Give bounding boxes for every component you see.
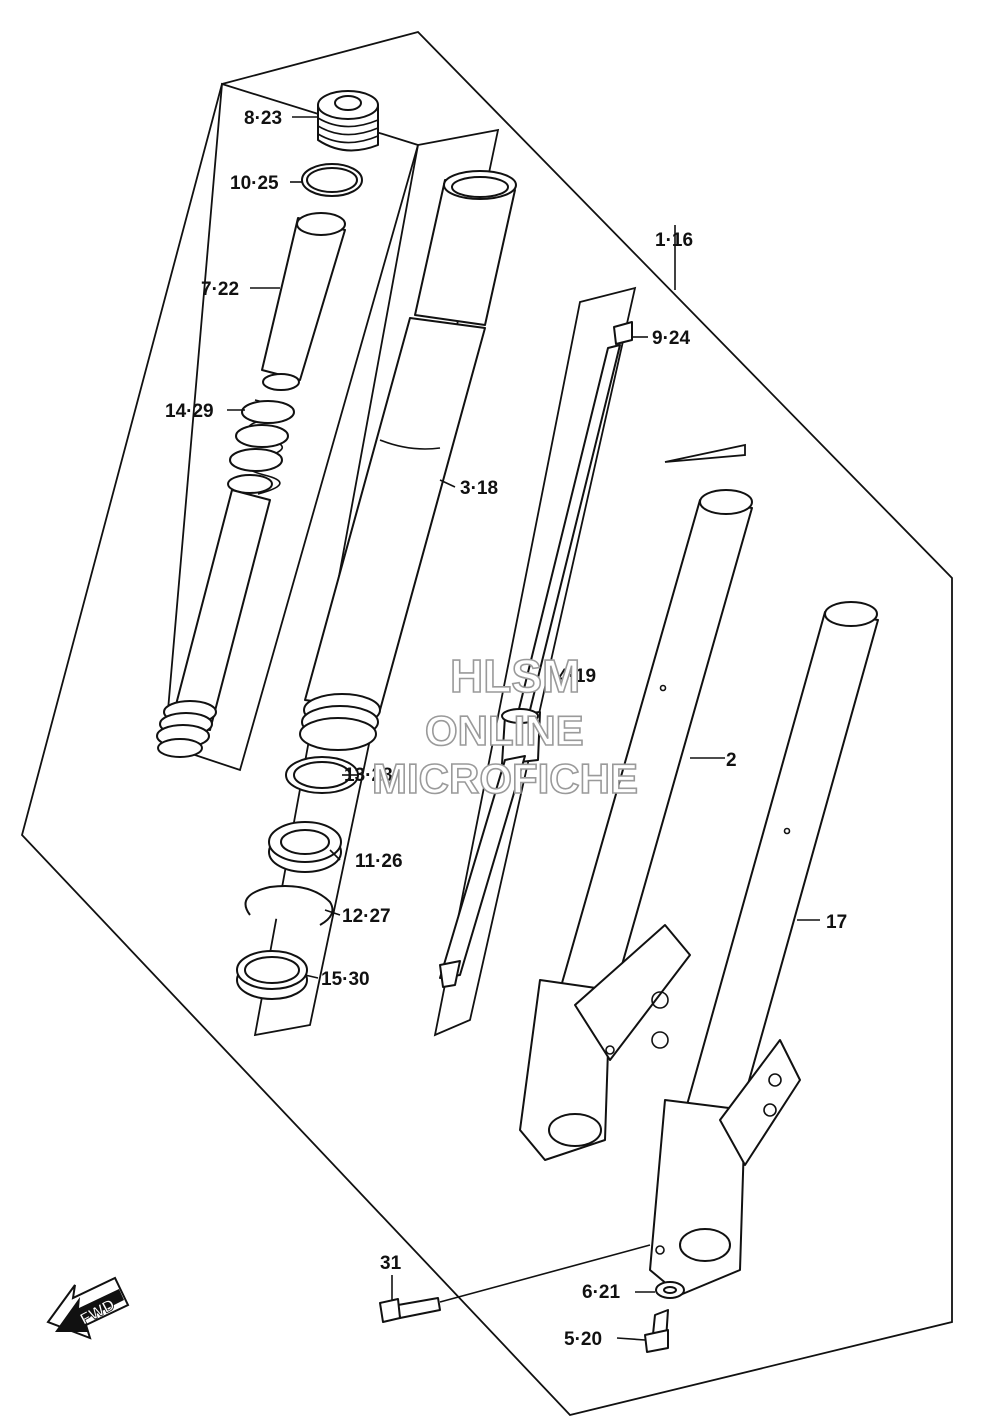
- callout-11-26: 11·26: [355, 851, 403, 872]
- callout-6-21: 6·21: [582, 1282, 620, 1303]
- frame-damper-rod: [433, 286, 637, 1037]
- outer-boundary: [21, 30, 953, 1416]
- callout-14-29: 14·29: [165, 401, 214, 422]
- damper-rod-part: [439, 321, 633, 988]
- callout-10-25: 10·25: [230, 173, 279, 194]
- drain-bolt-part: [644, 1309, 669, 1353]
- spring-part: [156, 399, 295, 758]
- callout-12-27: 12·27: [342, 906, 391, 927]
- callout-7-22: 7·22: [201, 279, 239, 300]
- oil-seal-part: [268, 821, 342, 873]
- outer-tube-part: [299, 170, 517, 751]
- bushing-part: [236, 950, 308, 1000]
- washer-part: [655, 1281, 685, 1299]
- watermark: HLSM ONLINE MICROFICHE: [371, 649, 639, 803]
- o-ring-part: [301, 163, 363, 197]
- callout-5-20: 5·20: [564, 1329, 602, 1350]
- circlip-part: [244, 885, 334, 926]
- callout-9-24: 9·24: [652, 328, 690, 349]
- cap-bolt-part: [317, 90, 379, 152]
- callout-8-23: 8·23: [244, 108, 282, 129]
- callout-3-18: 3·18: [460, 478, 498, 499]
- watermark-line-3: MICROFICHE: [372, 755, 638, 802]
- callout-13-28: 13·28: [344, 765, 393, 786]
- frame-inner-tube: [664, 443, 746, 463]
- fwd-arrow: FWD: [46, 1276, 130, 1340]
- second-fork-part: [649, 601, 879, 1296]
- callout-31: 31: [380, 1253, 402, 1274]
- spacer-part: [261, 212, 346, 391]
- callout-1-16: 1·16: [655, 230, 693, 251]
- callout-2: 2: [726, 750, 737, 771]
- inner-tube-part: [519, 489, 753, 1161]
- watermark-line-1: HLSM: [450, 650, 580, 702]
- callout-17: 17: [826, 912, 847, 933]
- bolt-axis-line: [439, 1244, 651, 1303]
- callout-15-30: 15·30: [321, 969, 370, 990]
- bolt-part: [379, 1297, 441, 1323]
- callout-4-19: 4·19: [558, 666, 596, 687]
- leader-lines: [227, 116, 820, 1341]
- watermark-line-2: ONLINE: [425, 707, 584, 754]
